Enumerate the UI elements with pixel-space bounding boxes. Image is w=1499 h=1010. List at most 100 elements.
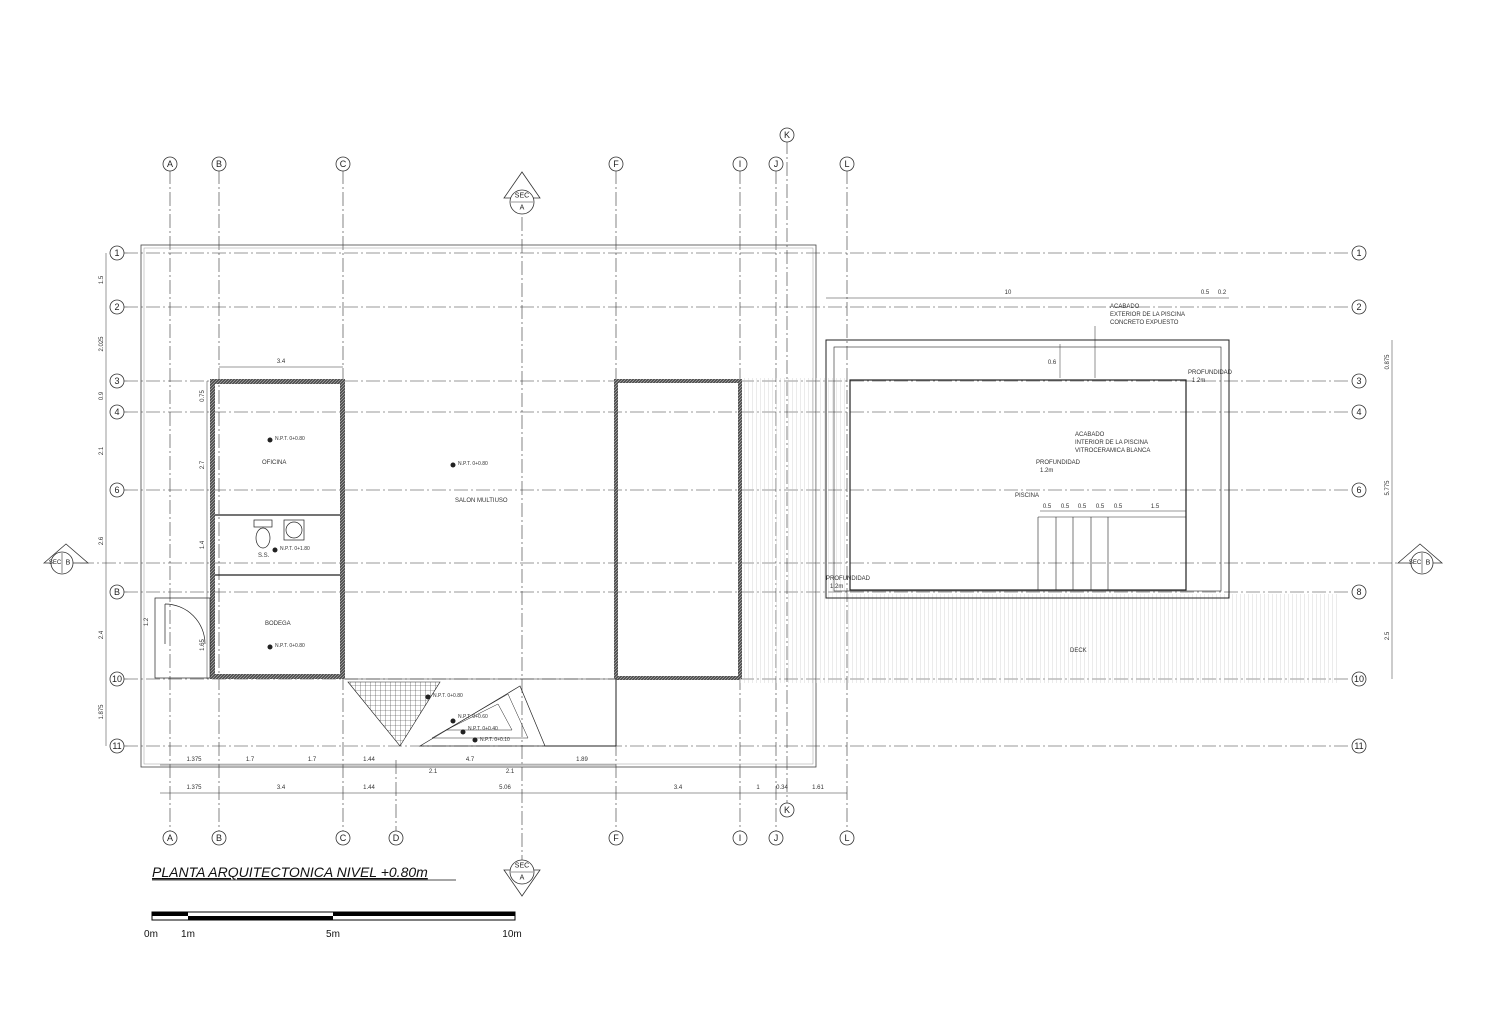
grid-bubbles-bottom — [162, 802, 855, 846]
grid-label-left-6: 6 — [114, 485, 119, 495]
dim-left-inner: 1.2 — [144, 617, 150, 626]
dim-step: 0.5 — [1043, 504, 1052, 510]
note-acabado-int: ACABADO — [1075, 432, 1105, 438]
dim-bottom-1: 1.89 — [576, 757, 588, 763]
pool — [825, 339, 1230, 599]
scale-label-0: 0m — [144, 929, 158, 940]
note-profundidad: PROFUNDIDAD — [826, 576, 871, 582]
grid-bubbles-right — [1351, 245, 1367, 754]
grid-label-top-i: I — [739, 159, 742, 169]
grid-label-bottom-i: I — [739, 833, 742, 843]
level-bodega: N.P.T. 0+0.80 — [275, 643, 305, 649]
note-acabado-ext: CONCRETO EXPUESTO — [1110, 320, 1179, 326]
grid-label-bottom-c: C — [340, 833, 347, 843]
platform-outline — [140, 244, 817, 768]
grid-label-right-8: 8 — [1356, 587, 1361, 597]
building-walls — [210, 379, 742, 747]
grid-label-left-1: 1 — [114, 248, 119, 258]
ramp-stairs — [347, 681, 546, 747]
grid-label-right-1: 1 — [1356, 248, 1361, 258]
note-profundidad-value: 1.2m — [1192, 378, 1205, 384]
section-mark-letter: B — [1426, 560, 1431, 567]
grid-label-bottom-l: L — [844, 833, 849, 843]
grid-label-bottom-a: A — [167, 833, 173, 843]
grid-label-left-10: 10 — [112, 674, 122, 684]
room-label-ss: S.S. — [258, 553, 270, 559]
scale-label-5: 5m — [326, 929, 340, 940]
dim-bottom-2: 1.375 — [186, 785, 202, 791]
level-ramp-1: N.P.T. 0+0.80 — [433, 693, 463, 699]
grid-label-right-11: 11 — [1354, 741, 1363, 751]
level-marks — [267, 437, 478, 743]
dim-step: 0.5 — [1114, 504, 1123, 510]
grid-label-bottom-d: D — [393, 833, 400, 843]
pool-dimension-lines — [826, 297, 1229, 512]
entrance-door — [154, 597, 211, 679]
dim-left: 2.4 — [99, 630, 105, 639]
toilet-icon — [253, 519, 305, 549]
section-mark-a-bottom: SEC A — [503, 859, 541, 897]
dim-left: 0.9 — [99, 391, 105, 400]
dim-left-inner: 2.7 — [200, 460, 206, 469]
scale-label-10: 10m — [502, 929, 521, 940]
section-mark-label: SEC — [49, 560, 62, 566]
grid-label-bottom-k: K — [784, 805, 790, 815]
dim-bottom-1: 1.7 — [246, 757, 255, 763]
dim-right: 0.875 — [1385, 354, 1391, 370]
dim-pool-02: 0.2 — [1218, 290, 1227, 296]
note-profundidad: PROFUNDIDAD — [1188, 370, 1233, 376]
note-acabado-int: INTERIOR DE LA PISCINA — [1075, 440, 1148, 446]
dim-left: 2.1 — [99, 446, 105, 455]
grid-label-top-a: A — [167, 159, 173, 169]
section-mark-letter: A — [520, 875, 525, 882]
dim-pool-06: 0.6 — [1048, 360, 1057, 366]
room-label-salon: SALON MULTIUSO — [455, 498, 508, 504]
dim-bottom-2: 3.4 — [674, 785, 683, 791]
level-salon: N.P.T. 0+0.80 — [458, 461, 488, 467]
dim-bottom-1: 1.44 — [363, 757, 375, 763]
drawing-title: PLANTA ARQUITECTONICA NIVEL +0.80m — [152, 864, 428, 880]
grid-label-left-11: 11 — [112, 741, 121, 751]
section-mark-label: SEC — [1409, 560, 1422, 566]
dim-pool-length: 10 — [1005, 290, 1012, 296]
grid-label-top-j: J — [774, 159, 779, 169]
dim-step: 0.5 — [1061, 504, 1070, 510]
dim-step: 0.5 — [1078, 504, 1087, 510]
level-oficina: N.P.T. 0+0.80 — [275, 436, 305, 442]
room-label-oficina: OFICINA — [262, 460, 286, 466]
level-ramp-2: N.P.T. 0+0.60 — [458, 714, 488, 720]
grid-label-bottom-j: J — [774, 833, 779, 843]
dim-step-last: 1.5 — [1151, 504, 1160, 510]
grid-label-right-4: 4 — [1356, 407, 1361, 417]
note-acabado-ext: ACABADO — [1110, 304, 1140, 310]
dim-left-inner: 1.65 — [200, 639, 206, 651]
section-mark-b-left: SEC B — [42, 543, 90, 575]
section-mark-b-right: SEC B — [1396, 543, 1444, 575]
grid-bubbles-left — [109, 245, 125, 754]
grid-label-bottom-b: B — [216, 833, 222, 843]
dim-bottom-2: 1.44 — [363, 785, 375, 791]
grid-label-right-3: 3 — [1356, 376, 1361, 386]
dim-bottom-2: 5.06 — [499, 785, 511, 791]
grid-label-right-6: 6 — [1356, 485, 1361, 495]
level-ramp-4: N.P.T. 0+0.10 — [480, 737, 510, 743]
room-label-piscina: PISCINA — [1015, 493, 1039, 499]
grid-label-top-f: F — [613, 159, 619, 169]
grid-label-left-3: 3 — [114, 376, 119, 386]
dim-left-inner: 1.4 — [200, 540, 206, 549]
dim-left: 2.025 — [99, 336, 105, 352]
dim-bottom-2: 1.61 — [812, 785, 824, 791]
dim-bottom-2: 0.34 — [776, 785, 788, 791]
grid-label-top-k: K — [784, 130, 790, 140]
section-mark-label: SEC — [515, 863, 529, 870]
dim-bottom-2: 1 — [756, 785, 760, 791]
bottom-dimension-lines — [160, 764, 847, 794]
pool-notes: ACABADO EXTERIOR DE LA PISCINA CONCRETO … — [826, 304, 1233, 590]
dim-left: 2.6 — [99, 536, 105, 545]
grid-label-left-4: 4 — [114, 407, 119, 417]
dim-bottom-1: 1.7 — [308, 757, 317, 763]
room-label-bodega: BODEGA — [265, 621, 291, 627]
section-mark-label: SEC — [515, 193, 529, 200]
grid-label-right-2: 2 — [1356, 302, 1361, 312]
note-profundidad-value: 1.2m — [1040, 468, 1053, 474]
